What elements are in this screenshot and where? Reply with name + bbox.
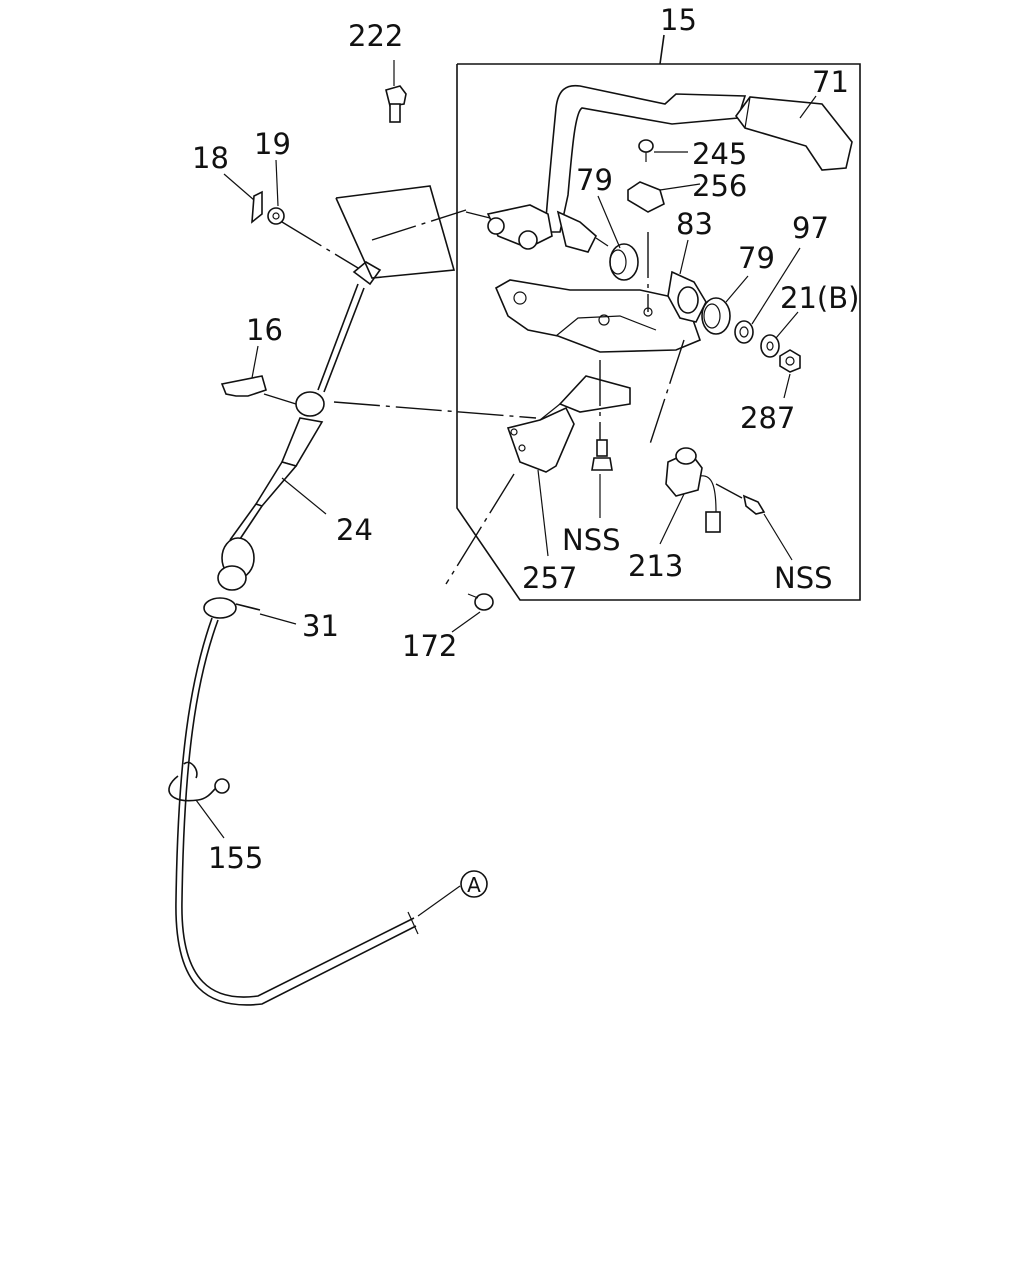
callout-155: 155: [208, 841, 263, 875]
clip-16: [220, 375, 267, 397]
callout-79-right: 79: [738, 241, 775, 275]
callout-labels: 15 71 222 245 256 79 83 97 79 21(B) 18 1…: [192, 3, 859, 897]
support-bracket-257: [506, 375, 631, 473]
cable-clamp-155: [168, 761, 230, 802]
bushing-79-left: [609, 243, 639, 281]
switch-screw: [742, 494, 766, 515]
callout-a: A: [467, 873, 481, 897]
callout-83: 83: [676, 207, 713, 241]
screw-172: [467, 593, 494, 611]
callout-222: 222: [348, 19, 403, 53]
leader-lines: [195, 60, 817, 917]
callout-15: 15: [660, 3, 697, 37]
clip-18: [251, 190, 263, 224]
right-side-hardware: [701, 297, 801, 373]
callout-24: 24: [336, 513, 373, 547]
callout-nss-bolt: NSS: [562, 523, 621, 557]
lever-base-bracket: [494, 270, 707, 353]
washer-19: [267, 207, 285, 225]
callout-172: 172: [402, 629, 457, 663]
callout-21b: 21(B): [780, 281, 859, 315]
clip-256: [627, 181, 665, 213]
bracket-bolt: [591, 439, 613, 471]
parking-brake-cable-24: [175, 261, 419, 1006]
callout-16: 16: [246, 313, 283, 347]
callout-213: 213: [628, 549, 683, 583]
reference-plane: [335, 185, 456, 279]
callout-18: 18: [192, 141, 229, 175]
alignment-lines: [263, 209, 743, 585]
callout-79-left: 79: [576, 163, 613, 197]
brake-switch-213: [665, 447, 721, 533]
callout-31: 31: [302, 609, 339, 643]
screw-245: [638, 139, 654, 162]
assembly-frame-15: [456, 34, 861, 601]
callout-97: 97: [792, 211, 829, 245]
callout-257: 257: [522, 561, 577, 595]
callout-71: 71: [812, 65, 849, 99]
pivot-link-assembly: [465, 204, 609, 253]
callout-245: 245: [692, 137, 747, 171]
reference-a-circle: [460, 870, 488, 898]
brake-lever-handle: [544, 84, 853, 233]
callout-nss-screw: NSS: [774, 561, 833, 595]
callout-287: 287: [740, 401, 795, 435]
bolt-222: [385, 85, 407, 123]
callout-19: 19: [254, 127, 291, 161]
callout-256: 256: [692, 169, 747, 203]
bolt-31: [235, 603, 261, 611]
